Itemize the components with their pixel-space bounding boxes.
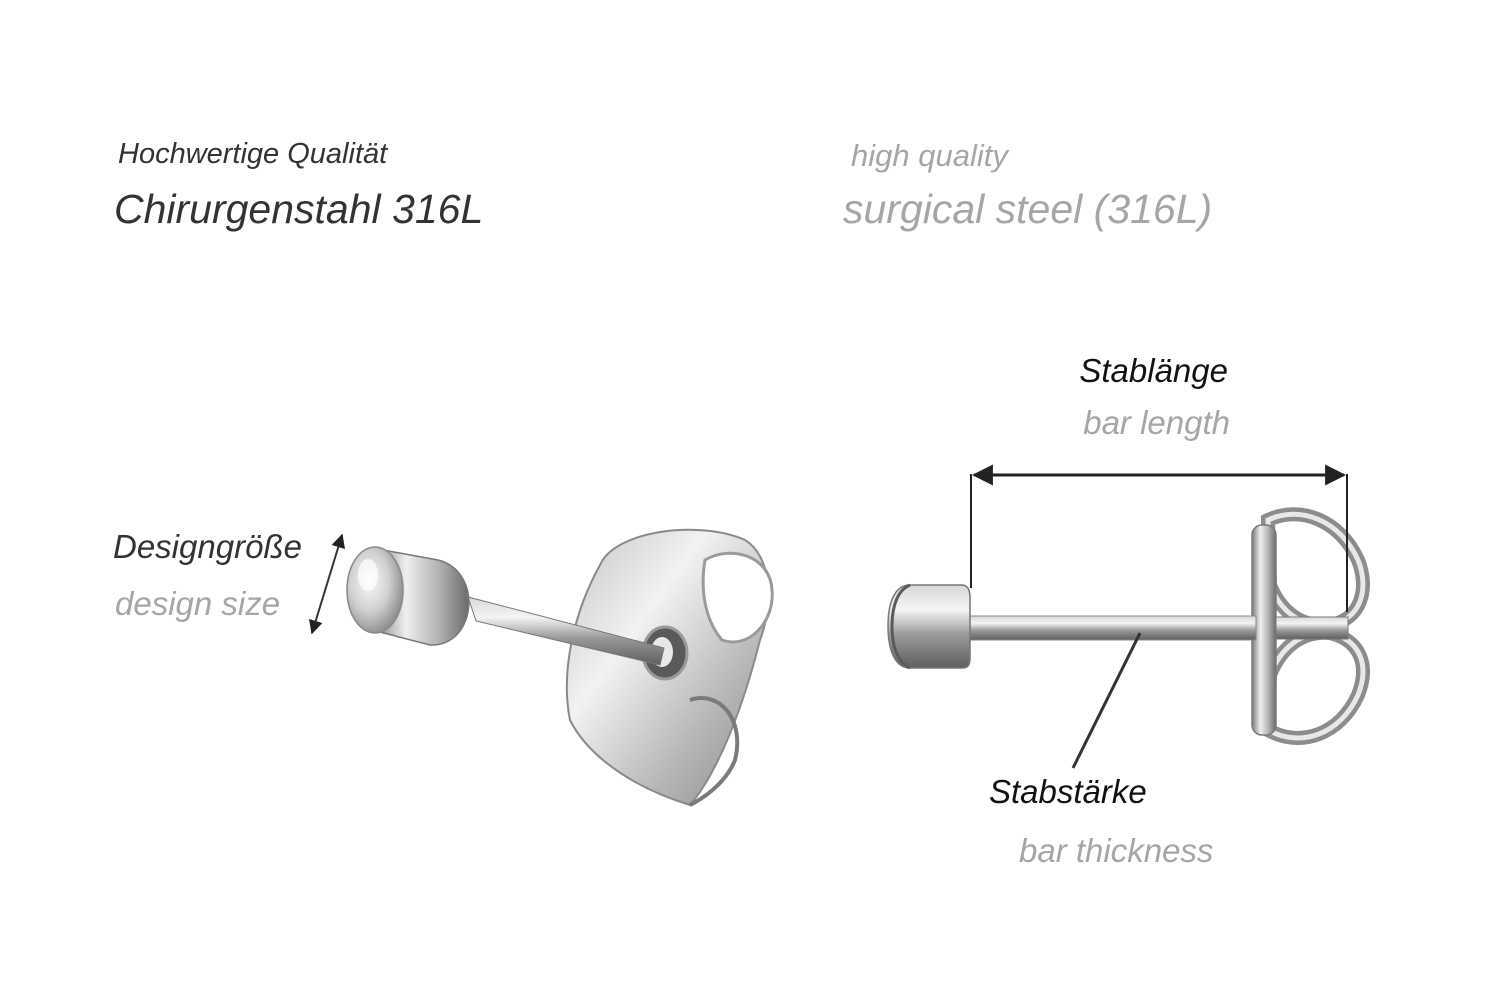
butterfly-back-side-icon bbox=[1251, 507, 1370, 745]
bar-length-label-en: bar length bbox=[1083, 404, 1230, 441]
header-de-line1: Hochwertige Qualität bbox=[118, 138, 388, 170]
bar-thickness-label-en: bar thickness bbox=[1019, 832, 1214, 869]
bar-thickness-leader bbox=[1071, 632, 1142, 769]
design-size-arrow-icon bbox=[308, 533, 346, 635]
header-de-line2: Chirurgenstahl 316L bbox=[114, 186, 484, 232]
stud-earring-perspective bbox=[346, 528, 774, 807]
butterfly-back-icon bbox=[565, 528, 774, 807]
header-en-line1: high quality bbox=[851, 138, 1008, 173]
stud-head-side bbox=[887, 583, 971, 670]
bar-thickness-label-de: Stabstärke bbox=[989, 773, 1147, 810]
header-en-line2: surgical steel (316L) bbox=[843, 186, 1213, 232]
design-size-label-en: design size bbox=[115, 585, 281, 622]
bar bbox=[963, 615, 1257, 641]
stud-earring-side-view bbox=[887, 507, 1370, 745]
stud-head bbox=[346, 546, 470, 646]
bar-length-dimension bbox=[970, 464, 1348, 612]
bar-length-label-de: Stablänge bbox=[1079, 352, 1228, 389]
design-size-label-de: Designgröße bbox=[113, 528, 302, 565]
